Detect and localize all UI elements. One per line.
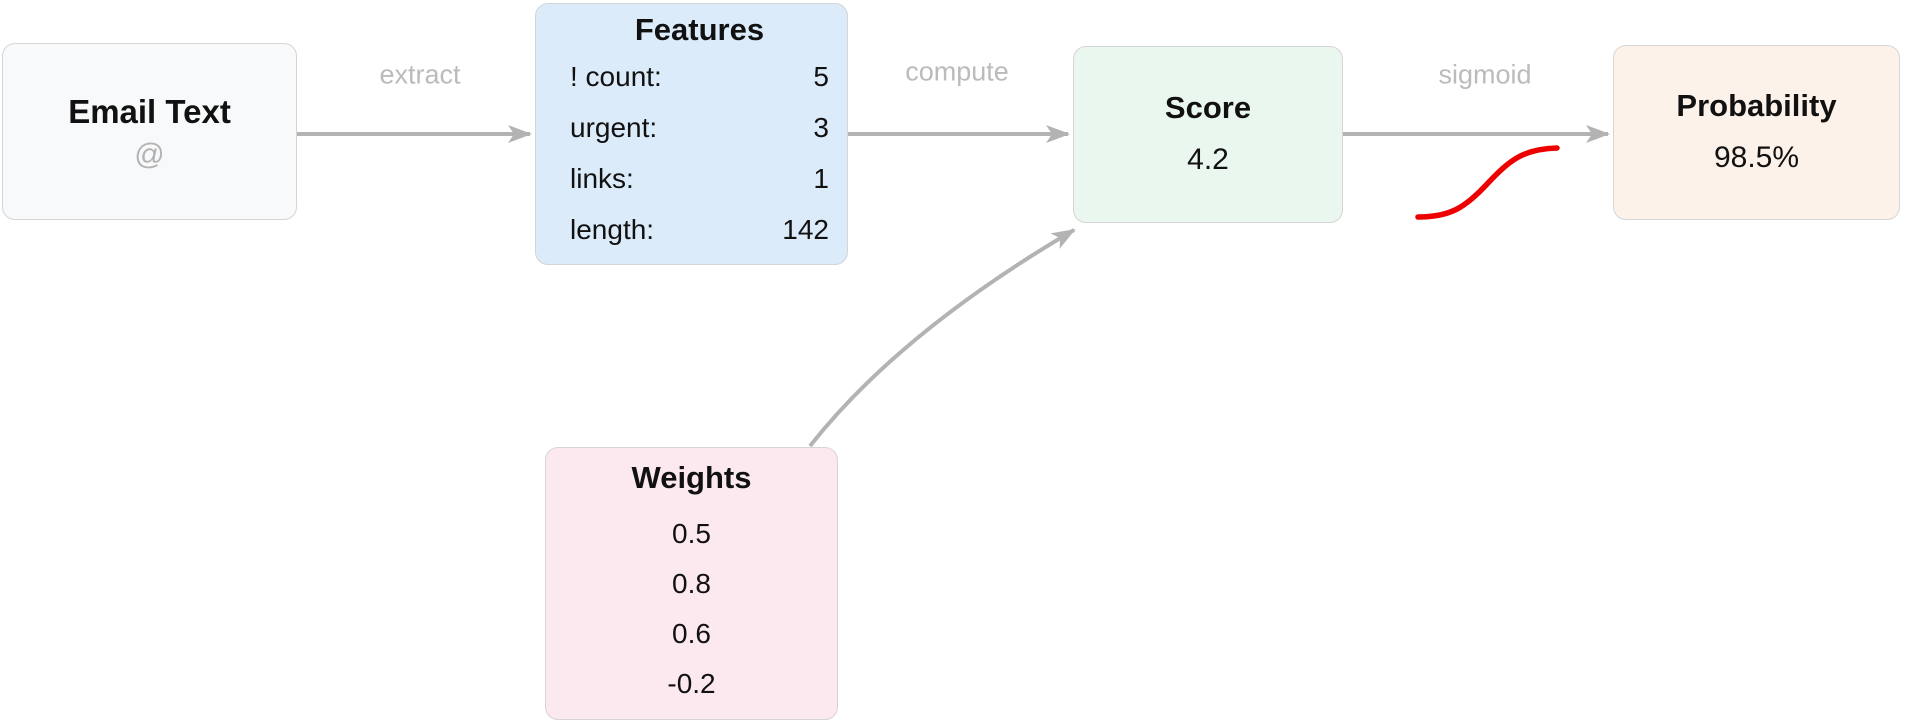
features-list: ! count: 5 urgent: 3 links: 1 length: 14… (570, 51, 829, 255)
features-node: Features ! count: 5 urgent: 3 links: 1 l… (535, 3, 848, 265)
feature-label: ! count: (570, 61, 662, 92)
weight-value: -0.2 (667, 668, 716, 699)
weight-value: 0.5 (672, 518, 711, 549)
feature-row: links: 1 (570, 153, 829, 204)
email-text-title: Email Text (68, 92, 231, 130)
weights-list: 0.5 0.8 0.6 -0.2 (546, 509, 837, 709)
feature-label: links: (570, 163, 634, 194)
score-value: 4.2 (1187, 142, 1229, 176)
probability-title: Probability (1676, 87, 1837, 123)
score-node: Score 4.2 (1073, 46, 1343, 223)
extract-edge-label: extract (379, 59, 461, 90)
weight-value: 0.6 (672, 618, 711, 649)
feature-row: length: 142 (570, 204, 829, 255)
sigmoid-curve (1415, 145, 1560, 220)
feature-label: length: (570, 214, 655, 245)
features-title: Features (634, 12, 765, 47)
probability-value: 98.5% (1713, 140, 1800, 174)
feature-value: 142 (782, 214, 829, 245)
weight-value: 0.8 (672, 568, 711, 599)
feature-value: 3 (813, 112, 829, 143)
score-title: Score (1164, 89, 1252, 125)
email-text-node: Email Text @ (2, 43, 297, 220)
probability-node: Probability 98.5% (1613, 45, 1900, 220)
weights-to-score-arrow (808, 228, 1076, 448)
feature-row: urgent: 3 (570, 102, 829, 153)
compute-edge-label: compute (905, 56, 1009, 87)
at-symbol-icon: @ (134, 137, 165, 171)
feature-label: urgent: (570, 112, 658, 143)
feature-value: 5 (813, 61, 829, 92)
feature-value: 1 (813, 163, 829, 194)
feature-row: ! count: 5 (570, 51, 829, 102)
weights-title: Weights (631, 460, 752, 495)
sigmoid-edge-label: sigmoid (1438, 59, 1532, 90)
weights-node: Weights 0.5 0.8 0.6 -0.2 (545, 447, 838, 720)
